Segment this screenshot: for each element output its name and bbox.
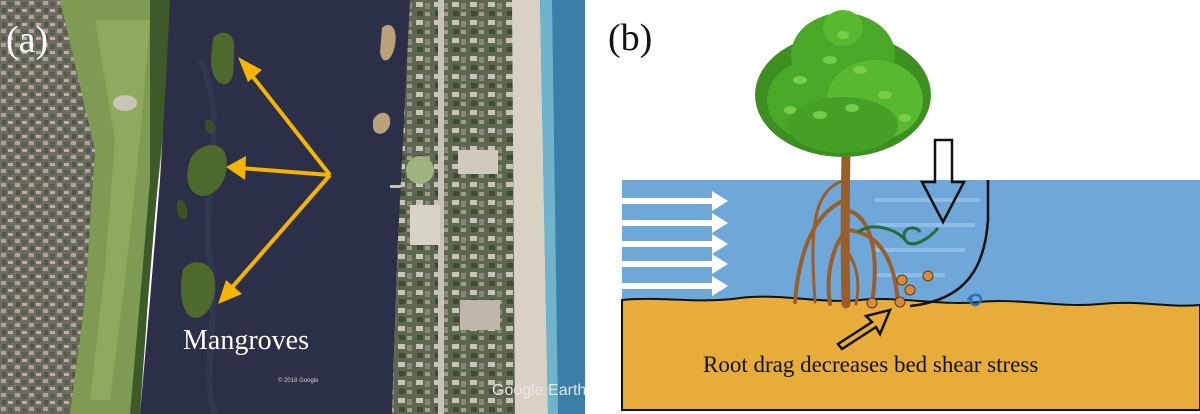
turbulence-swirl <box>857 225 940 246</box>
mangrove-canopy <box>755 10 931 157</box>
velocity-profile <box>909 180 990 308</box>
flow-arrows <box>622 191 728 296</box>
map-credit: © 2018 Google <box>278 377 319 384</box>
eddy-icon <box>966 293 983 307</box>
mangrove-arrows <box>218 57 332 304</box>
mangrove-schematic: (b) Root drag decreases bed shear stress <box>608 10 1200 411</box>
downward-arrow <box>919 138 967 225</box>
root-drag-arrow <box>836 308 893 351</box>
panel-a-satellite: (a) Mangroves © 2018 Google Google Earth <box>0 0 585 414</box>
google-earth-watermark: Google Earth <box>492 382 585 399</box>
satellite-image: (a) Mangroves © 2018 Google Google Earth <box>0 0 585 414</box>
panel-a-label: (a) <box>6 19 48 61</box>
mangroves-annotation: Mangroves <box>183 325 309 356</box>
suspended-particles <box>866 270 934 309</box>
mangrove-trunk-roots <box>793 130 900 309</box>
panel-b-label: (b) <box>608 17 652 59</box>
panel-b-schematic: (b) Root drag decreases bed shear stress <box>600 0 1200 414</box>
caption-root-drag: Root drag decreases bed shear stress <box>703 352 1038 377</box>
